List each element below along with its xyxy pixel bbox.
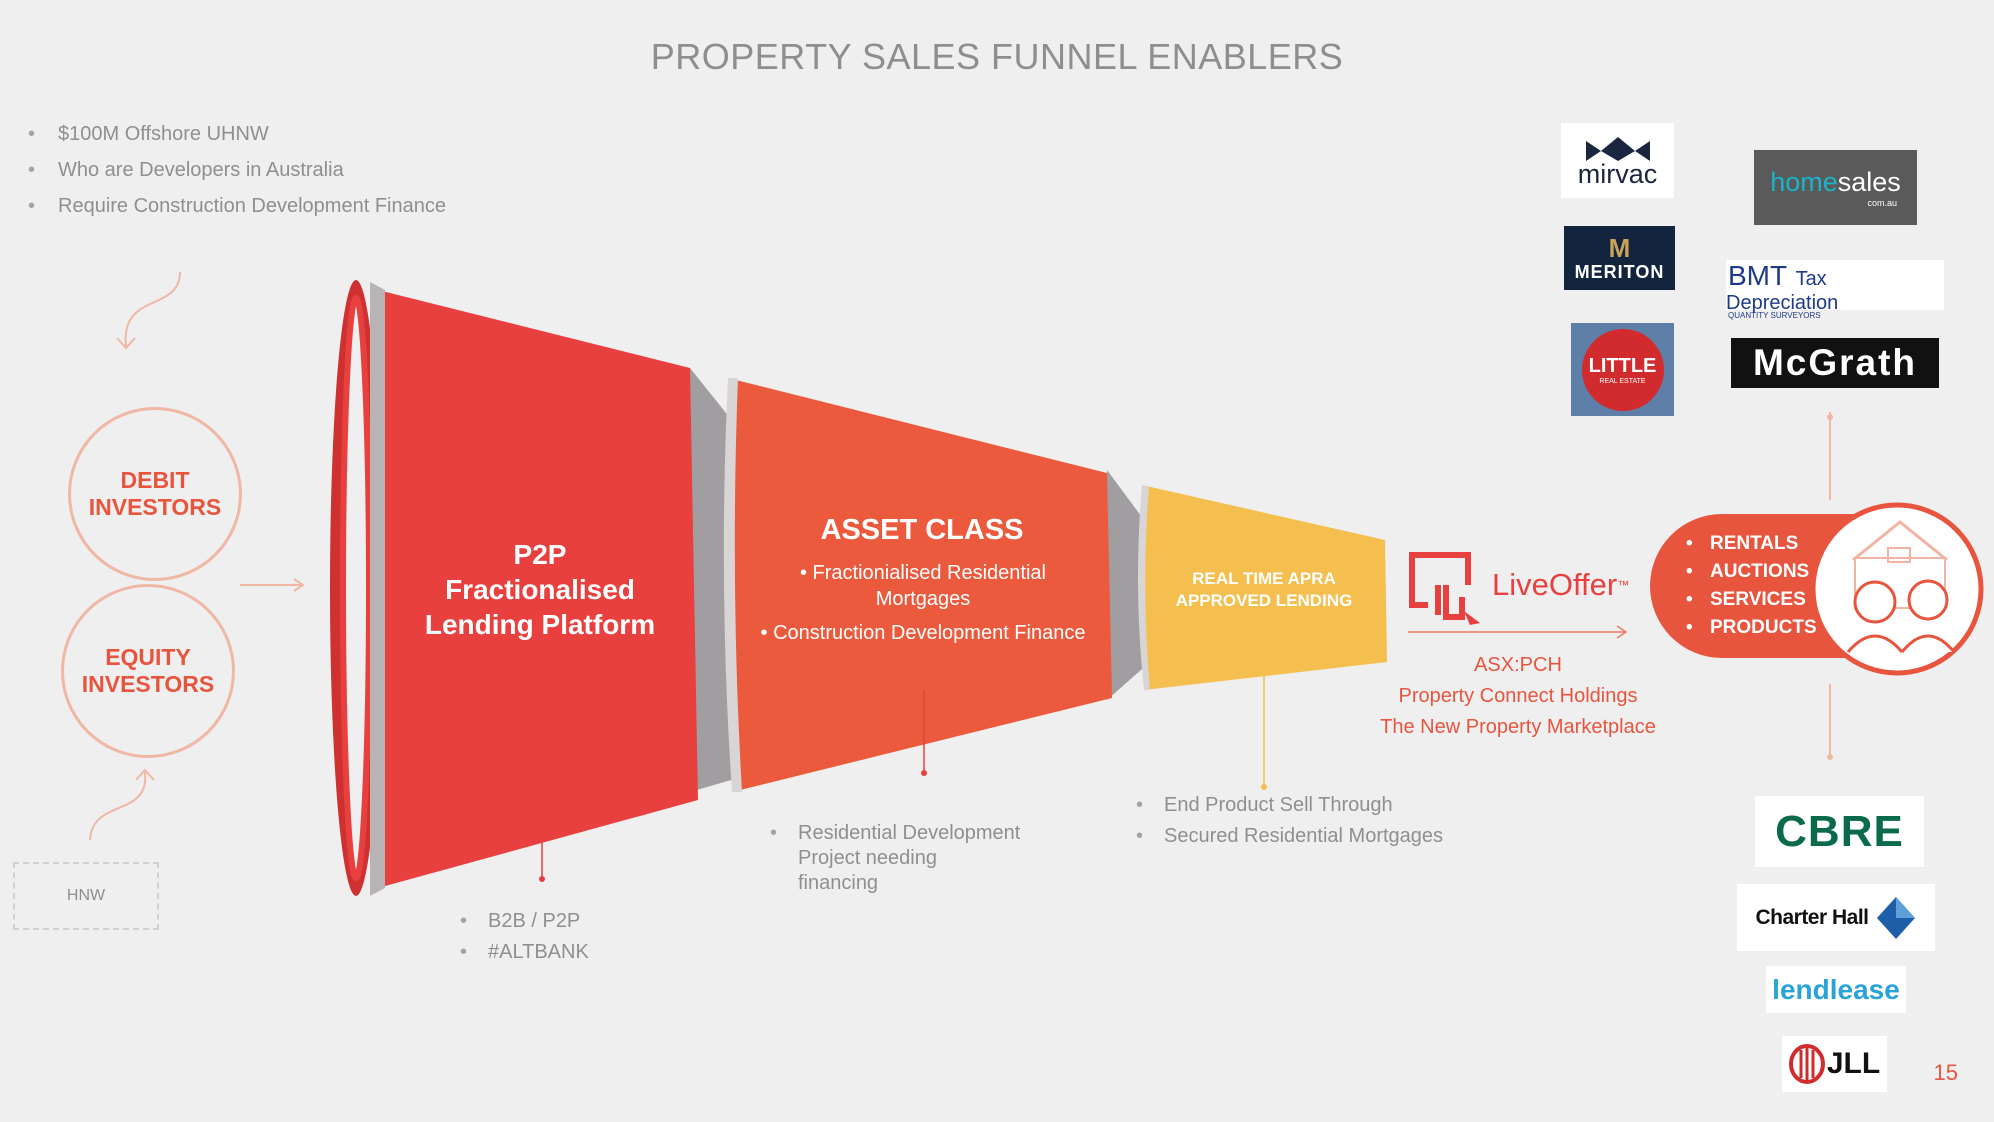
bmt-logo: BMT Tax Depreciation QUANTITY SURVEYORS [1726,260,1944,320]
stage2-notes: Residential Development Project needing … [770,821,1020,896]
stage3-notes: End Product Sell Through Secured Residen… [1136,790,1443,852]
stage3-note: Secured Residential Mortgages [1136,821,1443,852]
company-name: Property Connect Holdings [1398,685,1638,707]
service-item: SERVICES [1686,586,1817,614]
funnel-stage-2 [728,378,1112,792]
curved-arrow-down [124,271,181,347]
debit-investors-circle: DEBIT INVESTORS [68,407,242,581]
stage1-notes: B2B / P2P #ALTBANK [460,906,589,968]
homesales-logo: homesales com.au [1754,150,1917,225]
service-item: RENTALS [1686,530,1817,558]
stage2-item: • Fractionialised Residential Mortgages [799,562,1046,610]
stage2-item: • Construction Development Finance [760,622,1086,644]
stage1-note: #ALTBANK [460,937,589,968]
equity-investors-label: EQUITY INVESTORS [81,644,215,697]
stage3-note: End Product Sell Through [1136,790,1443,821]
service-item: AUCTIONS [1686,558,1817,586]
debit-investors-label: DEBIT INVESTORS [88,467,222,520]
mirvac-logo: mirvac [1561,123,1674,198]
person-icon [1853,580,1897,624]
liveoffer-details: ASX:PCH Property Connect Holdings The Ne… [1348,650,1688,743]
jll-logo: JLL [1782,1036,1887,1092]
intro-bullet: Who are Developers in Australia [28,152,446,188]
lendlease-logo: lendlease [1766,966,1906,1013]
funnel-stage-1 [378,290,698,888]
service-item: PRODUCTS [1686,614,1817,642]
liveoffer-logo: LiveOffer ™ [1408,545,1629,625]
meriton-logo: M MERITON [1564,226,1675,290]
intro-bullet: Require Construction Development Finance [28,188,446,224]
stage2-items: • Fractionialised Residential Mortgages … [738,560,1108,646]
stage2-note: Residential Development Project needing … [770,821,1020,896]
equity-investors-circle: EQUITY INVESTORS [61,584,235,758]
charter-hall-logo: Charter Hall [1737,884,1935,951]
tagline: The New Property Marketplace [1380,716,1656,738]
person-icon [1907,579,1949,621]
funnel-stage-3 [1142,485,1387,690]
liveoffer-hand-icon [1409,552,1480,625]
services-list: RENTALS AUCTIONS SERVICES PRODUCTS [1686,530,1817,642]
stage1-note: B2B / P2P [460,906,589,937]
asx-code: ASX:PCH [1474,654,1562,676]
intro-bullet: $100M Offshore UHNW [28,116,446,152]
page-title: PROPERTY SALES FUNNEL ENABLERS [650,36,1344,77]
hnw-box: HNW [13,862,159,930]
mcgrath-logo: McGrath [1731,338,1939,388]
page-number: 15 [1933,1060,1958,1085]
stage3-title: REAL TIME APRA APPROVED LENDING [1175,569,1353,610]
cbre-logo: CBRE [1755,796,1924,867]
liveoffer-tm: ™ [1617,578,1630,592]
little-logo: LITTLE REAL ESTATE [1571,323,1674,416]
stage1-title: P2P Fractionalised Lending Platform [424,539,656,640]
intro-bullets: $100M Offshore UHNW Who are Developers i… [28,116,446,224]
stage2-title: ASSET CLASS [820,514,1024,546]
curved-arrow-up [89,771,147,841]
liveoffer-brand: LiveOffer [1492,567,1618,602]
